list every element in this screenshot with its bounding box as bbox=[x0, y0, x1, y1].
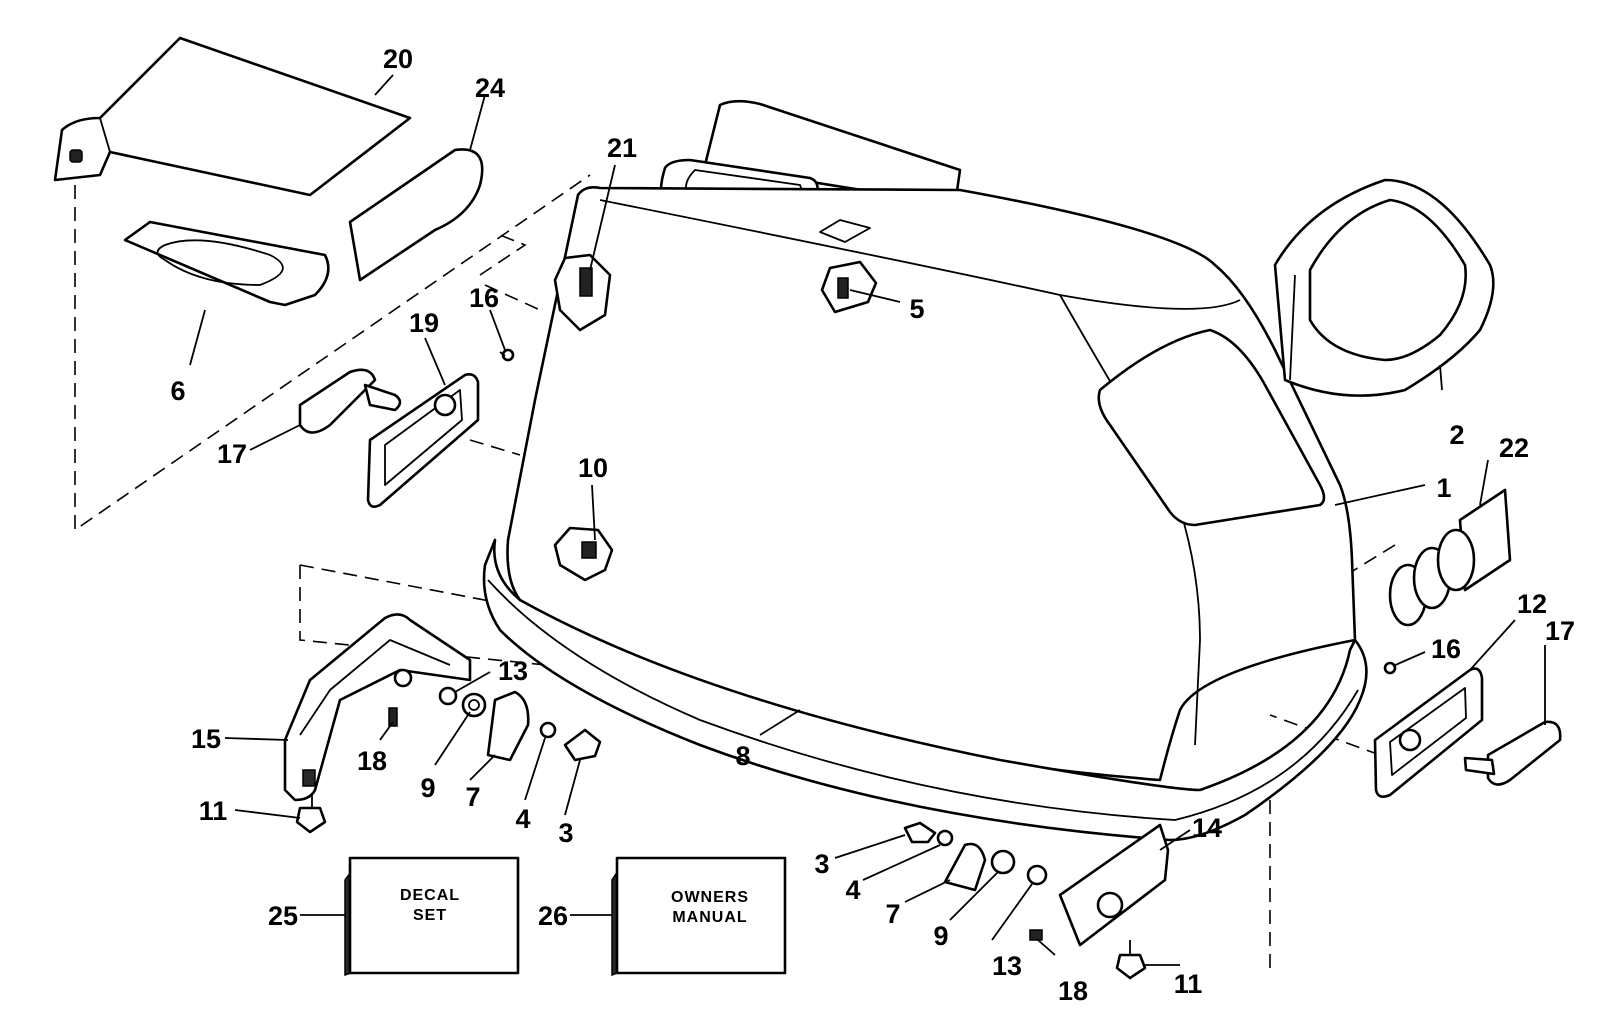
decal-part-24 bbox=[348, 148, 484, 282]
callout-8: 8 bbox=[735, 741, 750, 771]
grommet-part-10 bbox=[553, 526, 614, 582]
callout-13-left: 13 bbox=[498, 656, 528, 686]
callout-4-right: 4 bbox=[845, 875, 860, 905]
callout-15: 15 bbox=[191, 724, 221, 754]
washer-part-4-right bbox=[936, 829, 954, 847]
callout-5: 5 bbox=[909, 294, 924, 324]
washer-part-4-left bbox=[539, 721, 557, 739]
latch-lever-part-17-right bbox=[1463, 720, 1562, 786]
intake-seal-part-6 bbox=[123, 220, 330, 307]
callout-16-right: 16 bbox=[1431, 634, 1461, 664]
bolt-part-3-right bbox=[903, 821, 937, 844]
lockwasher-part-9-right bbox=[990, 849, 1016, 875]
plate-part-7-right bbox=[943, 842, 987, 892]
callout-20: 20 bbox=[383, 44, 413, 74]
pin-part-18-right bbox=[1029, 929, 1043, 941]
rivet-part-16-left bbox=[499, 348, 515, 362]
callout-16-left: 16 bbox=[469, 283, 499, 313]
manual-box-line1: OWNERS bbox=[671, 889, 749, 906]
callout-1: 1 bbox=[1436, 473, 1451, 503]
intake-cover-part-20 bbox=[53, 36, 412, 197]
callout-10: 10 bbox=[578, 453, 608, 483]
latch-plate-part-12 bbox=[1373, 667, 1484, 798]
screw-grommet-part-5 bbox=[820, 260, 878, 314]
bumper-part-11-right bbox=[1115, 953, 1147, 980]
callout-26: 26 bbox=[538, 901, 568, 931]
hardware-right-group bbox=[903, 821, 1170, 980]
lockwasher-part-9-left bbox=[461, 692, 487, 718]
leader-lines bbox=[189, 74, 1546, 966]
bolt-part-3-left bbox=[563, 728, 602, 762]
callout-labels: 20 24 21 5 6 16 19 17 10 2 22 1 16 12 17… bbox=[170, 44, 1575, 1006]
motor-cover-part-1 bbox=[482, 99, 1368, 842]
callout-11-right: 11 bbox=[1174, 969, 1203, 999]
washer-part-13-right bbox=[1026, 864, 1048, 886]
grommet-part-21 bbox=[553, 253, 612, 332]
latch-plate-part-19 bbox=[366, 373, 480, 508]
callout-18-left: 18 bbox=[357, 746, 387, 776]
callout-17-left: 17 bbox=[217, 439, 247, 469]
callout-14: 14 bbox=[1192, 813, 1222, 843]
callout-18-right: 18 bbox=[1058, 976, 1088, 1006]
callout-12: 12 bbox=[1517, 589, 1547, 619]
decal-part-22 bbox=[1388, 488, 1512, 627]
latch-lever-part-17-left bbox=[298, 368, 402, 434]
decal-box-line2: SET bbox=[413, 907, 447, 924]
callout-3-left: 3 bbox=[558, 818, 573, 848]
callout-9-left: 9 bbox=[420, 773, 435, 803]
callout-7-right: 7 bbox=[885, 899, 900, 929]
callout-11-left: 11 bbox=[199, 796, 228, 826]
callout-25: 25 bbox=[268, 901, 298, 931]
callout-17-right: 17 bbox=[1545, 616, 1575, 646]
decal-box-line1: DECAL bbox=[400, 887, 460, 904]
callout-19: 19 bbox=[409, 308, 439, 338]
callout-7-left: 7 bbox=[465, 782, 480, 812]
grommet-part-2 bbox=[1273, 178, 1495, 397]
bumper-part-11-left bbox=[295, 806, 327, 834]
callout-3-right: 3 bbox=[814, 849, 829, 879]
callout-13-right: 13 bbox=[992, 951, 1022, 981]
callout-2: 2 bbox=[1449, 420, 1464, 450]
callout-4-left: 4 bbox=[515, 804, 530, 834]
callout-21: 21 bbox=[607, 133, 637, 163]
pin-part-18-left bbox=[388, 707, 398, 727]
bracket-part-15 bbox=[283, 613, 472, 802]
rivet-part-16-right bbox=[1383, 661, 1397, 675]
washer-part-13-left bbox=[438, 686, 458, 706]
decal-set-box-part-25: DECAL SET bbox=[344, 856, 520, 977]
bracket-part-14 bbox=[1058, 823, 1170, 947]
manual-box-line2: MANUAL bbox=[672, 909, 747, 926]
callout-24: 24 bbox=[475, 73, 505, 103]
hardware-left-group bbox=[295, 686, 602, 834]
owners-manual-box-part-26: OWNERS MANUAL bbox=[611, 856, 787, 977]
callout-9-right: 9 bbox=[933, 921, 948, 951]
callout-22: 22 bbox=[1499, 433, 1529, 463]
callout-6: 6 bbox=[170, 376, 185, 406]
plate-part-7-left bbox=[486, 690, 530, 762]
